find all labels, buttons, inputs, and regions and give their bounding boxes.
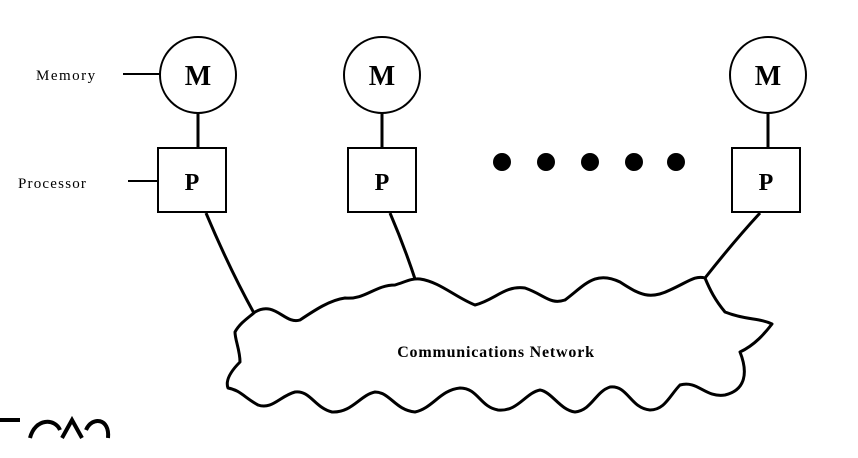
ellipsis-dot	[537, 153, 555, 171]
ellipsis-dots	[493, 153, 685, 171]
cropped-fragment	[0, 415, 111, 439]
node-2: M P	[343, 36, 421, 213]
memory-node-1-label: M	[185, 61, 211, 92]
ellipsis-dot	[581, 153, 599, 171]
processor-3-network-link	[703, 211, 762, 279]
communications-network-cloud	[225, 275, 774, 414]
processor-node-2-label: P	[375, 170, 390, 196]
processor-node-1	[157, 147, 227, 213]
processor-label: Processor	[18, 176, 87, 192]
communications-network-label: Communications Network	[397, 344, 595, 361]
processor-1-network-link	[204, 212, 257, 316]
ellipsis-dot	[493, 153, 511, 171]
ellipsis-dot	[625, 153, 643, 171]
processor-node-2	[347, 147, 417, 213]
memory-node-3-label: M	[755, 61, 781, 92]
processor-node-3-label: P	[759, 170, 774, 196]
processor-node-3	[731, 147, 801, 213]
memory-label: Memory	[36, 68, 97, 84]
processor-node-1-label: P	[185, 170, 200, 196]
ellipsis-dot	[667, 153, 685, 171]
memory-node-2-label: M	[369, 61, 395, 92]
processor-2-network-link	[388, 212, 418, 283]
node-1: M P	[157, 36, 237, 213]
node-3: M P	[729, 36, 807, 213]
